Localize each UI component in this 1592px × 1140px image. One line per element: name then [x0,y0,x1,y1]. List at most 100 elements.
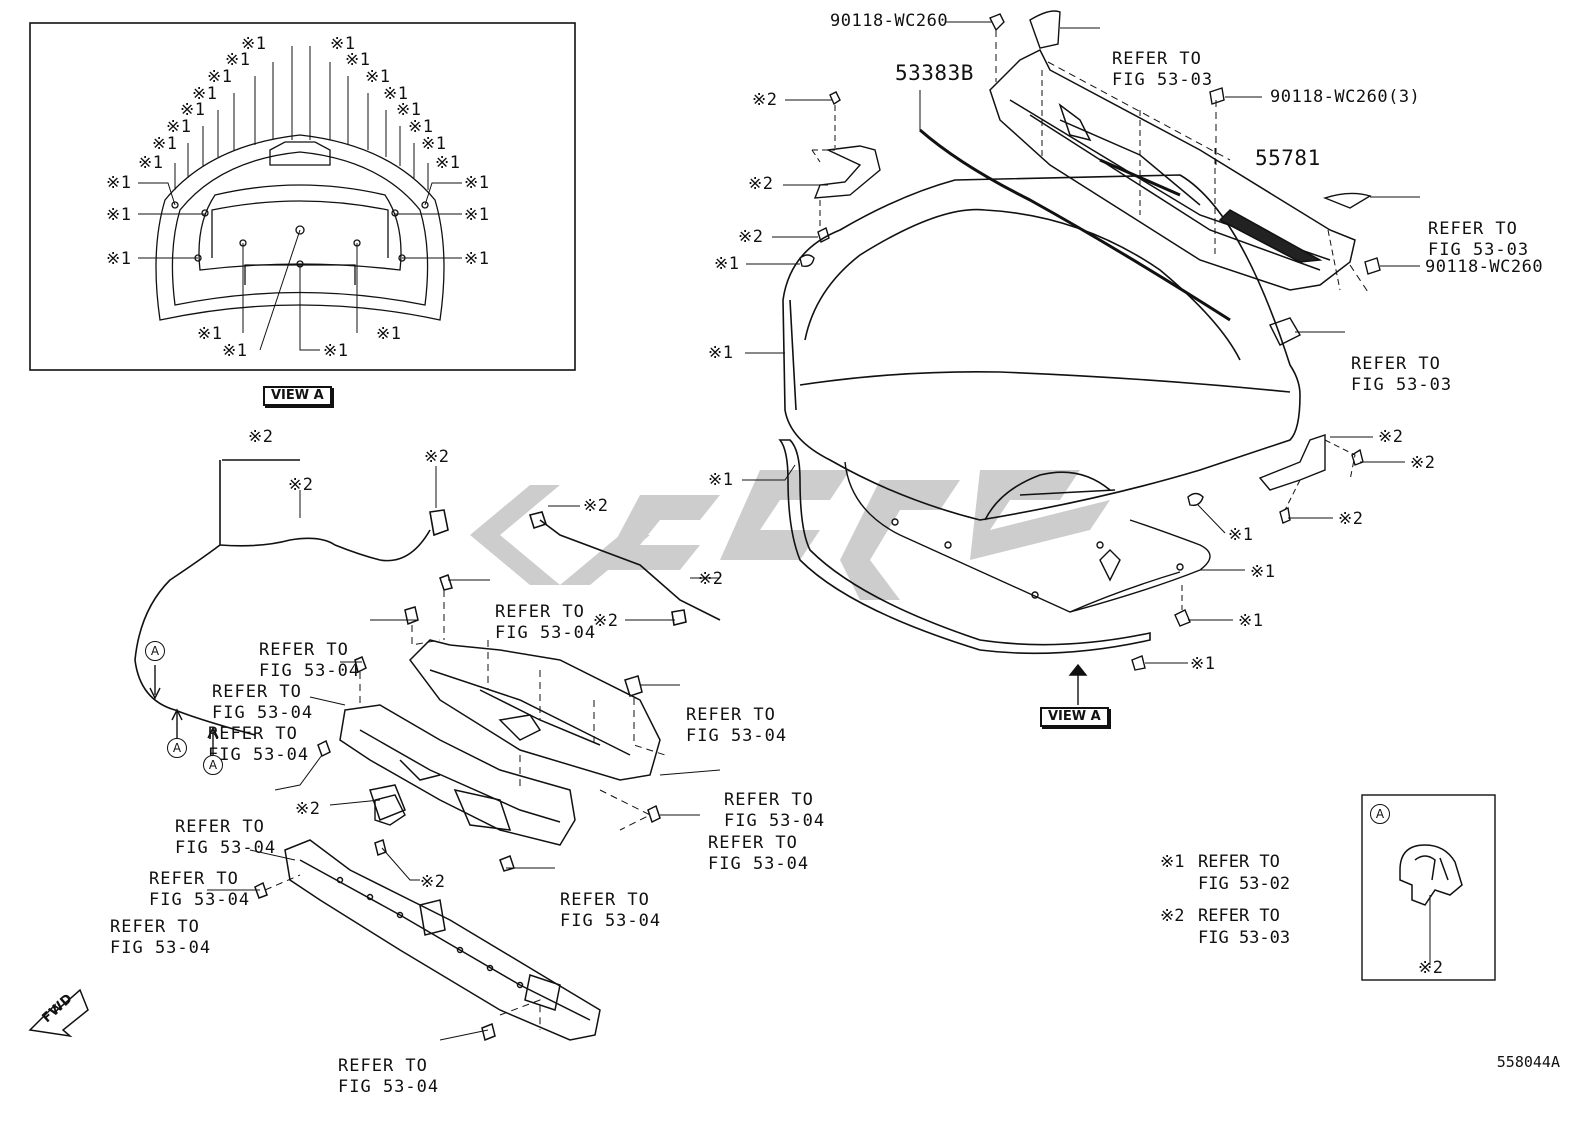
mark-2: ※2 [288,475,314,495]
mark-1: ※1 [192,84,218,104]
mark-1: ※1 [1190,654,1216,674]
support-rod [528,511,721,626]
mark-1: ※1 [708,343,734,363]
mark-2: ※2 [248,427,274,447]
mark-1: ※1 [376,324,402,344]
mark-1: ※1 [225,50,251,70]
mark-1: ※1 [222,341,248,361]
mark-1: ※1 [152,134,178,154]
mark-1: ※1 [421,134,447,154]
mark-1: ※1 [464,205,490,225]
mark-1: ※1 [365,67,391,87]
legend-mark: ※1 [1160,852,1185,872]
mark-1: ※1 [345,50,371,70]
mark-1: ※1 [396,100,422,120]
legend-text: REFER TO [1198,852,1280,872]
legend: ※1 REFER TO FIG 53-02 ※2 REFER TO FIG 53… [1160,851,1290,949]
mark-2: ※2 [698,569,724,589]
mark-2: ※2 [1378,427,1404,447]
mark-2: ※2 [424,447,450,467]
part-number-clip-group: 90118-WC260(3) [1270,87,1421,107]
legend-row-1: ※1 REFER TO FIG 53-02 [1160,851,1290,895]
mark-2: ※2 [738,227,764,247]
legend-text: FIG 53-02 [1198,874,1291,894]
mark-1: ※1 [464,249,490,269]
mark-1: ※1 [1250,562,1276,582]
mark-1: ※1 [1228,525,1254,545]
legend-row-2: ※2 REFER TO FIG 53-03 [1160,905,1290,949]
mark-1: ※1 [166,117,192,137]
hood-panel [782,174,1301,521]
diagram-drawing [28,10,1496,1042]
seal-strip-53383b [919,128,1231,322]
mark-1: ※1 [464,173,490,193]
part-number-clip-right: 90118-WC260 [1425,257,1544,277]
watermark [470,470,1110,600]
part-number-seal: 53383B [895,61,974,85]
mark-1: ※1 [138,153,164,173]
mark-2: ※2 [1338,509,1364,529]
front-cross-member [254,839,601,1042]
mark-1: ※1 [435,153,461,173]
mark-1: ※1 [1238,611,1264,631]
mark-1: ※1 [106,249,132,269]
mark-1: ※1 [383,84,409,104]
legend-text: REFER TO [1198,906,1280,926]
circle-a-marker: A [167,738,187,758]
mark-1: ※1 [180,100,206,120]
cowl-top-panel [989,48,1356,291]
mark-2: ※2 [295,799,321,819]
mark-1: ※1 [207,67,233,87]
fwd-arrow [28,988,89,1038]
mark-2: ※2 [752,90,778,110]
mark-1: ※1 [714,254,740,274]
hood-hinge-left [799,91,881,268]
hood-hinge-right [1131,434,1364,671]
hood-front-seal [778,439,1151,655]
part-number-cowl-panel: 55781 [1255,146,1321,170]
mark-1: ※1 [106,173,132,193]
legend-text: FIG 53-03 [1198,928,1291,948]
hood-lock-bracket [317,704,661,872]
drawing-code: 558044A [1496,1053,1560,1071]
part-number-clip-top: 90118-WC260 [830,11,949,31]
circle-a-marker: A [145,641,165,661]
hood-insulator [844,461,1211,613]
view-a-label: VIEW A [263,386,332,406]
mark-1: ※1 [323,341,349,361]
mark-2: ※2 [593,611,619,631]
mark-2: ※2 [748,174,774,194]
mark-2: ※2 [1410,453,1436,473]
circle-a-marker: A [203,755,223,775]
mark-2: ※2 [420,872,446,892]
mark-2: ※2 [583,496,609,516]
mark-1: ※1 [197,324,223,344]
mark-1: ※1 [241,34,267,54]
mark-2: ※2 [1418,958,1444,978]
mark-1: ※1 [708,470,734,490]
mark-1: ※1 [408,117,434,137]
legend-mark: ※2 [1160,906,1185,926]
circle-a-marker: A [1370,804,1390,824]
mark-1: ※1 [106,205,132,225]
hood-release-cable [134,459,449,736]
hood-underside-view [155,134,445,321]
clip-detail [1399,844,1463,906]
mark-1: ※1 [330,34,356,54]
view-a-label: VIEW A [1040,707,1109,727]
